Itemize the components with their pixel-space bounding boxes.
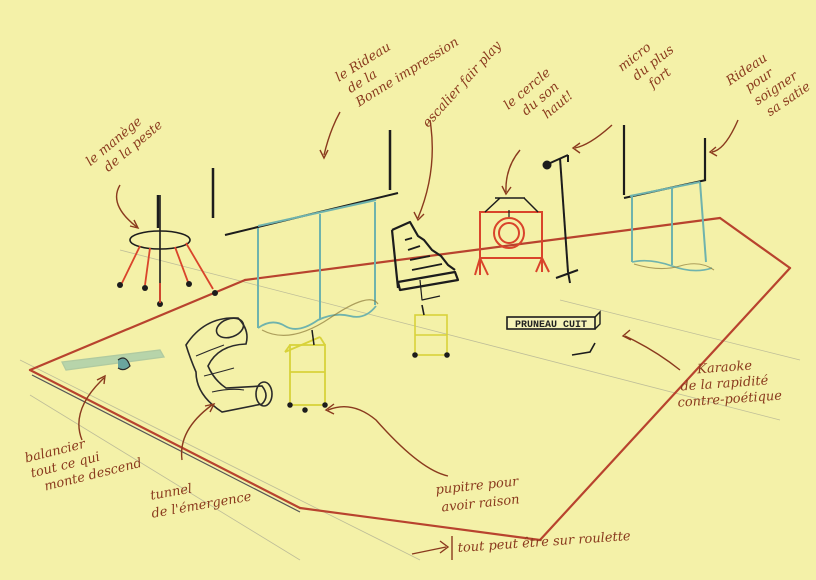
pupitre-small — [412, 304, 450, 358]
label-karaoke: Karaoke de la rapidité contre-poétique — [675, 357, 783, 411]
label-rideau-satie: Rideau pour soigner sa satie — [723, 39, 814, 129]
cercle-du-son — [474, 197, 550, 276]
label-pupitre: pupitre pour avoir raison — [435, 474, 525, 516]
manege-de-la-peste — [117, 195, 218, 307]
label-manege: le manège de la peste — [83, 105, 166, 182]
rideau-satie — [622, 125, 715, 272]
tunnel-emergence — [185, 317, 273, 413]
balancier — [61, 349, 166, 371]
escalier-fair-play — [390, 220, 460, 301]
label-cercle: le cercle du son haut! — [501, 63, 578, 138]
floor-edge-front — [31, 374, 301, 513]
stage-floor — [28, 216, 792, 542]
handwritten-labels: le manège de la peste le Rideau de la Bo… — [23, 27, 814, 556]
micro-stand — [542, 154, 579, 284]
label-balancier: balancier tout ce qui monte descend — [23, 425, 143, 498]
label-micro: micro du plus fort — [615, 27, 690, 100]
curtain-bonne-impression — [156, 130, 399, 336]
annotation-arrows — [78, 111, 739, 560]
pencil-guides — [19, 249, 801, 561]
pupitre — [284, 329, 328, 413]
karaoke-sign-text: PRUNEAU CUIT — [515, 320, 587, 331]
karaoke-sign: PRUNEAU CUIT — [506, 310, 601, 356]
